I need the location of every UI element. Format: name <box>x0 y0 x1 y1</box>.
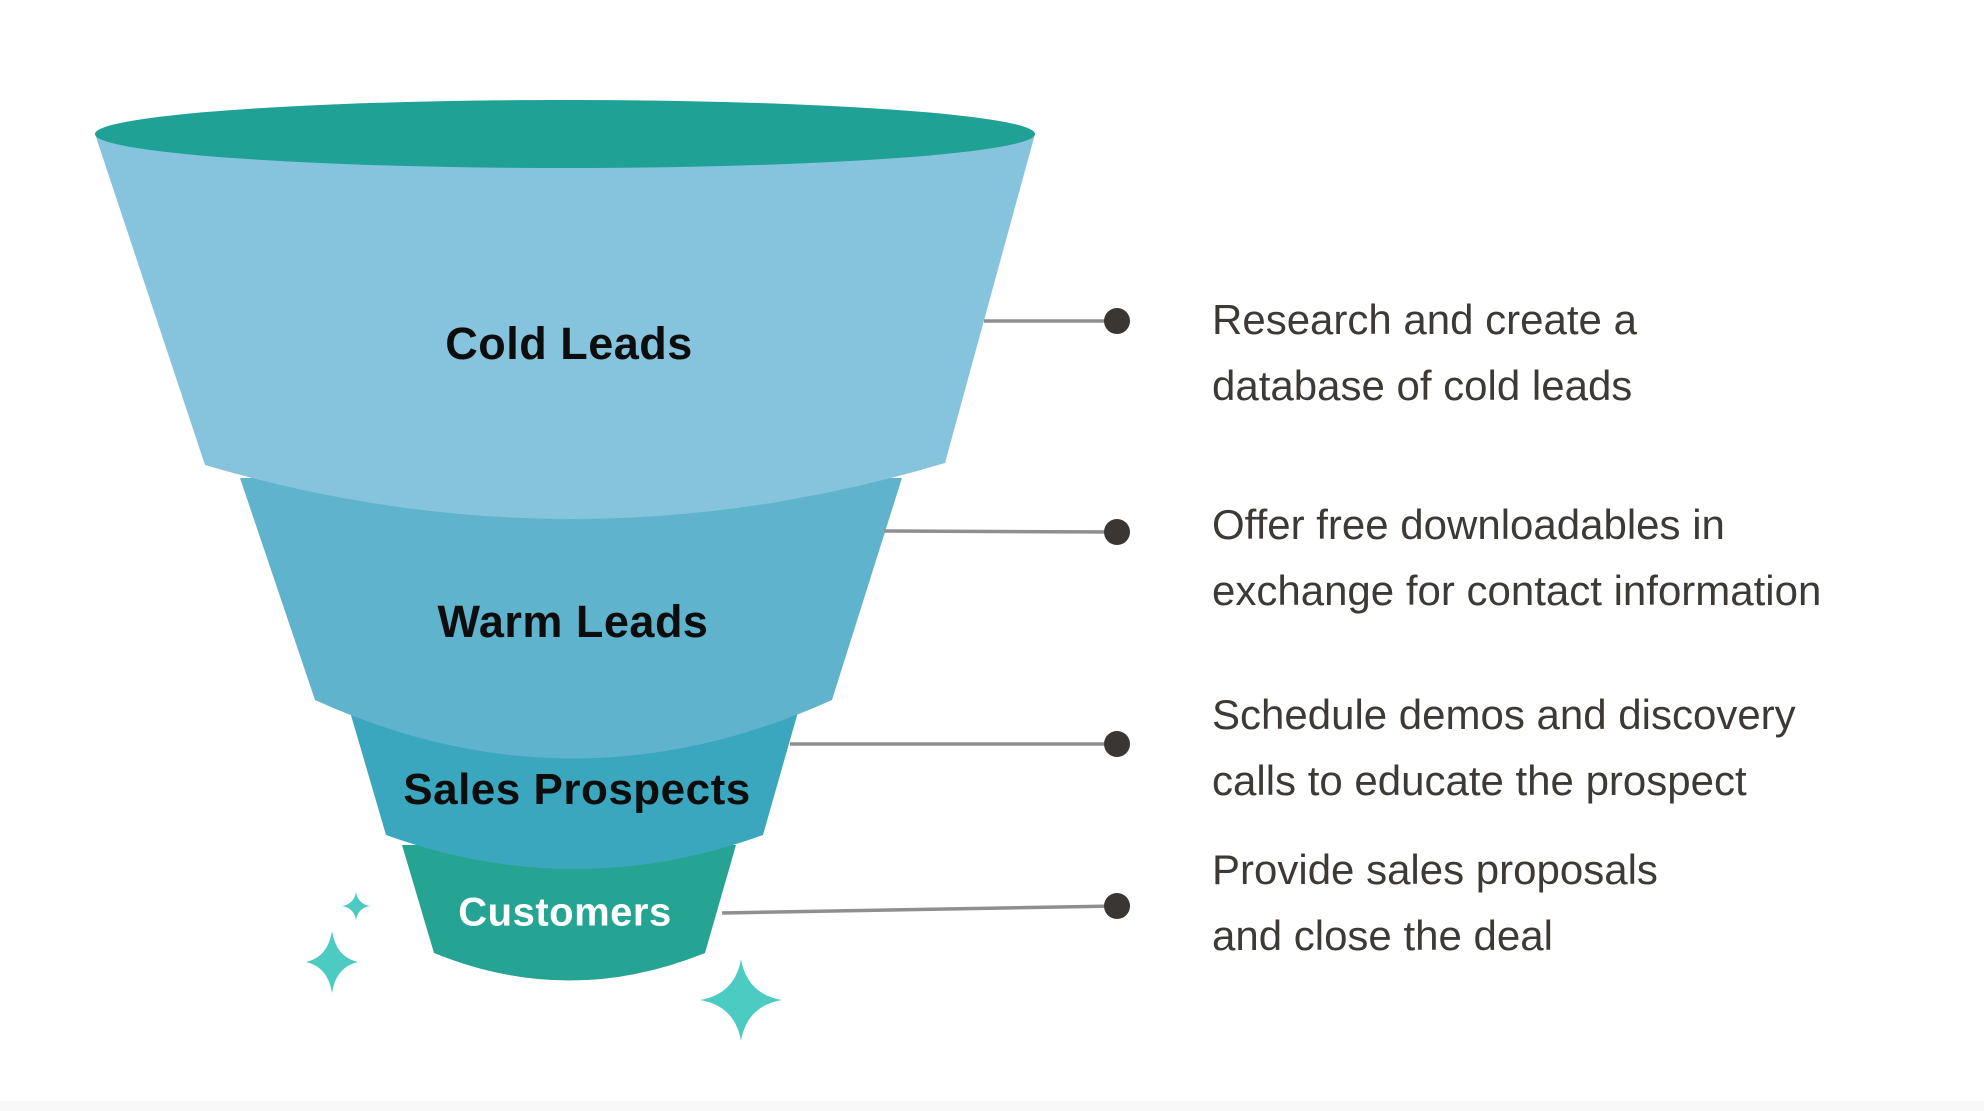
stage-description-customers: Provide sales proposals and close the de… <box>1212 846 1658 959</box>
sparkle-icon-large <box>700 959 782 1041</box>
sparkle-icon-medium <box>306 931 358 993</box>
stage-description-sales-prospects: Schedule demos and discovery calls to ed… <box>1212 691 1796 804</box>
funnel-stage-warm-leads <box>240 478 902 759</box>
stage-description-cold-leads: Research and create a database of cold l… <box>1212 296 1637 409</box>
connector-dot-sales-prospects <box>1104 731 1130 757</box>
stage-label-cold-leads: Cold Leads <box>445 318 693 369</box>
funnel-stage-cold-leads <box>95 134 1035 520</box>
stage-label-customers: Customers <box>458 890 672 935</box>
stage-description-warm-leads: Offer free downloadables in exchange for… <box>1212 501 1822 614</box>
stage-label-warm-leads: Warm Leads <box>437 596 709 647</box>
footer-strip <box>0 1101 1984 1111</box>
connector-dot-warm-leads <box>1104 519 1130 545</box>
stage-label-sales-prospects: Sales Prospects <box>403 765 751 814</box>
connector-line-warm-leads <box>883 529 1118 534</box>
sparkle-icon-small <box>342 892 370 920</box>
funnel-top-ellipse <box>95 100 1035 168</box>
connector-dot-cold-leads <box>1104 308 1130 334</box>
connector-line-customers <box>721 904 1118 915</box>
funnel-stage-customers <box>402 845 736 981</box>
connector-dot-customers <box>1104 893 1130 919</box>
